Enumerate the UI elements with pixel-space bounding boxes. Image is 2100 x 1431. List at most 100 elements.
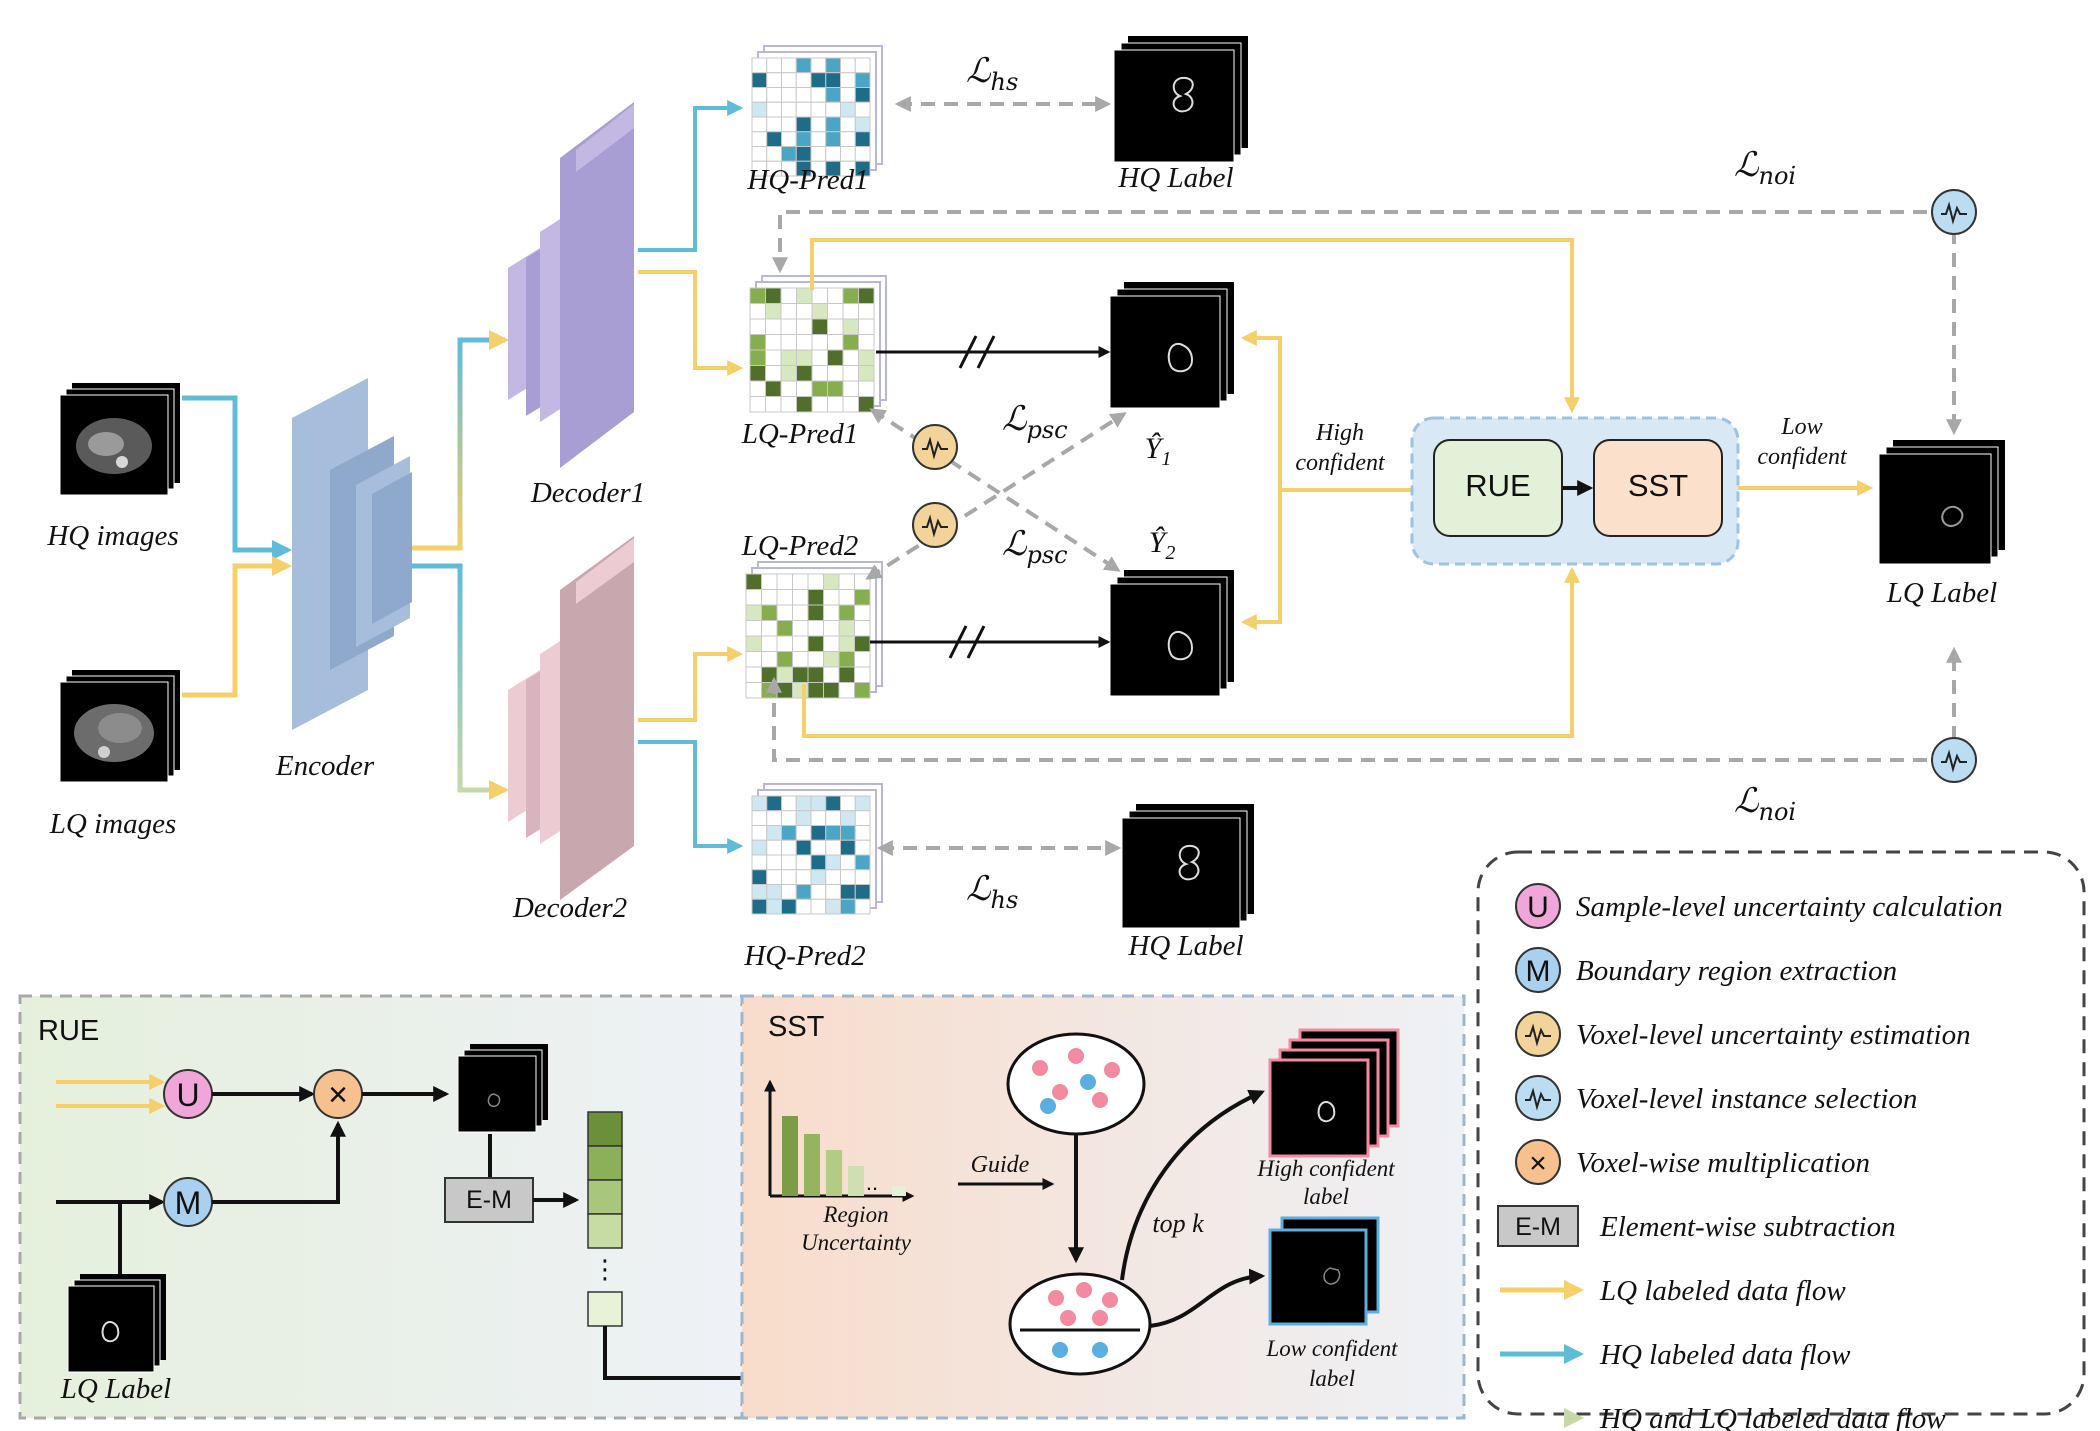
lq-pred2-cell [807,620,824,637]
high-confident-label-stack [1268,1028,1400,1158]
legend-item: Voxel-level uncertainty estimation [1515,1011,1971,1057]
rue-box [1433,439,1563,537]
em-box-label: E-M [466,1186,512,1214]
high-confident-to-y1 [1240,330,1412,492]
lq-pred2-cell [854,682,871,699]
hq-pred2-cell [781,810,797,826]
lq-pred2-cell [761,620,778,637]
lq-pred2-cell [838,573,855,590]
legend-box [1476,850,2086,1416]
hq-pred2-cell [751,795,768,812]
vector-ellipsis: ⋮ [592,1254,618,1284]
hq-pred2-cell [825,854,841,871]
lq-images-label: LQ images [49,808,176,840]
hq-pred2-cell [825,839,841,856]
lq-pred1-cell [827,318,844,335]
lq-pred1-cell [811,365,828,382]
hq-pred1-cell [810,57,827,74]
lq-pred1-cell [780,349,797,366]
lq-pred1-cell [796,318,813,335]
m-circle-icon: M [163,1177,213,1227]
lq-pred2-cell [854,589,871,606]
top-k-high-arrow [1120,1089,1265,1281]
hq-pred1-cell [854,116,871,133]
decoder1-lq-flow [638,270,744,376]
hq-label-top-text: HQ Label [1117,162,1233,194]
legend-item: HQ labeled data flow [1500,1339,1851,1371]
hq-pred1-cell [854,57,871,74]
hq-pred1-cell [781,131,797,147]
hq-input-flow [182,395,292,560]
lq-pred2-cell [745,651,762,668]
hq-pred2-cell [766,810,782,826]
lq-pred1-cell [749,380,766,397]
decoder2-lq-flow [638,646,744,722]
lq-pred2-cell [823,666,840,683]
lq-pred2-cell [745,620,762,637]
lq-pred2-cell [745,573,762,590]
hq-pred1-cell [781,57,797,74]
hq-pred2-cell [810,810,827,826]
lq-pred2-label: LQ-Pred2 [741,530,859,562]
lq-pred1-cell [780,334,797,351]
hq-pred1-cell [781,87,797,103]
hq-pred1-cell [751,101,768,118]
hq-pred2-cell [825,884,841,900]
lq-pred2-cell [745,666,762,683]
unsorted-voxel-set [1006,1032,1146,1136]
high-confident-to-y2 [1240,490,1282,630]
legend-item-label: Boundary region extraction [1576,955,1897,987]
region-vector [587,1111,623,1327]
hq-pred1-cell [810,116,827,133]
hq-pred1-cell [854,87,871,103]
hq-pred1-cell [840,72,856,88]
lq-pred2-cell [823,651,840,668]
loss-psc-top: ℒpsc [1002,399,1068,444]
region-uncertainty-bars [764,1079,915,1202]
hq-pred2-cell [781,839,797,856]
lq-pred2-cell [776,589,793,606]
low-confident-label-1: Low [1780,414,1822,440]
lq-pred1-cell [796,334,813,351]
rue-box-label: RUE [1465,468,1530,503]
lq-pred2-cell [823,682,840,699]
low-confident-label-stack [1268,1216,1380,1326]
sst-box-label: SST [1628,468,1688,503]
encoder-label: Encoder [275,750,375,782]
lq-pred1-cell [858,287,875,304]
hq-pred1-cell [810,146,827,162]
hq-pred2-cell [810,869,827,885]
m-to-multiply-arrow [212,1120,346,1204]
legend-item-label: Sample-level uncertainty calculation [1576,891,2003,923]
hq-pred1-cell [840,146,856,162]
instance-selection-icon-bottom [1931,737,1977,783]
hq-pred2-cell [795,810,812,826]
legend-item-label: HQ labeled data flow [1599,1339,1851,1371]
lq-pred1-cell [811,318,828,335]
lq-pred2-to-panel-flow [802,566,1580,738]
hq-pred2-cell [751,898,768,915]
hq-pred1-cell [825,131,841,147]
hq-pred2-cell [766,839,782,856]
lq-pred2-cell [776,666,793,683]
hq-pred1-cell [751,57,768,74]
hq-pred1-cell [781,101,797,118]
decoder1-label: Decoder1 [530,477,645,509]
lq-pred1-cell [858,349,875,366]
lq-pred1-cell [796,287,813,304]
lq-pred1-cell [827,349,844,366]
lq-pred1-cell [827,365,844,382]
loss-noi-bottom: ℒnoi [1734,781,1796,826]
lq-pred1-cell [858,380,875,397]
sorted-voxel-set [1008,1272,1152,1376]
lq-pred1-to-y1-arrow [876,335,1111,369]
hq-pred1-cell [781,146,797,162]
uncertainty-estimation-icon-1 [912,424,958,470]
svg-text:U: U [1527,891,1549,924]
svg-text:E-M: E-M [1515,1213,1561,1241]
hq-pred1-cell [766,131,782,147]
decoder2-hq-flow [638,740,744,854]
legend-item: ×Voxel-wise multiplication [1515,1139,1870,1185]
u-circle-icon: U [163,1069,213,1119]
lq-pred2-cell [792,589,809,606]
